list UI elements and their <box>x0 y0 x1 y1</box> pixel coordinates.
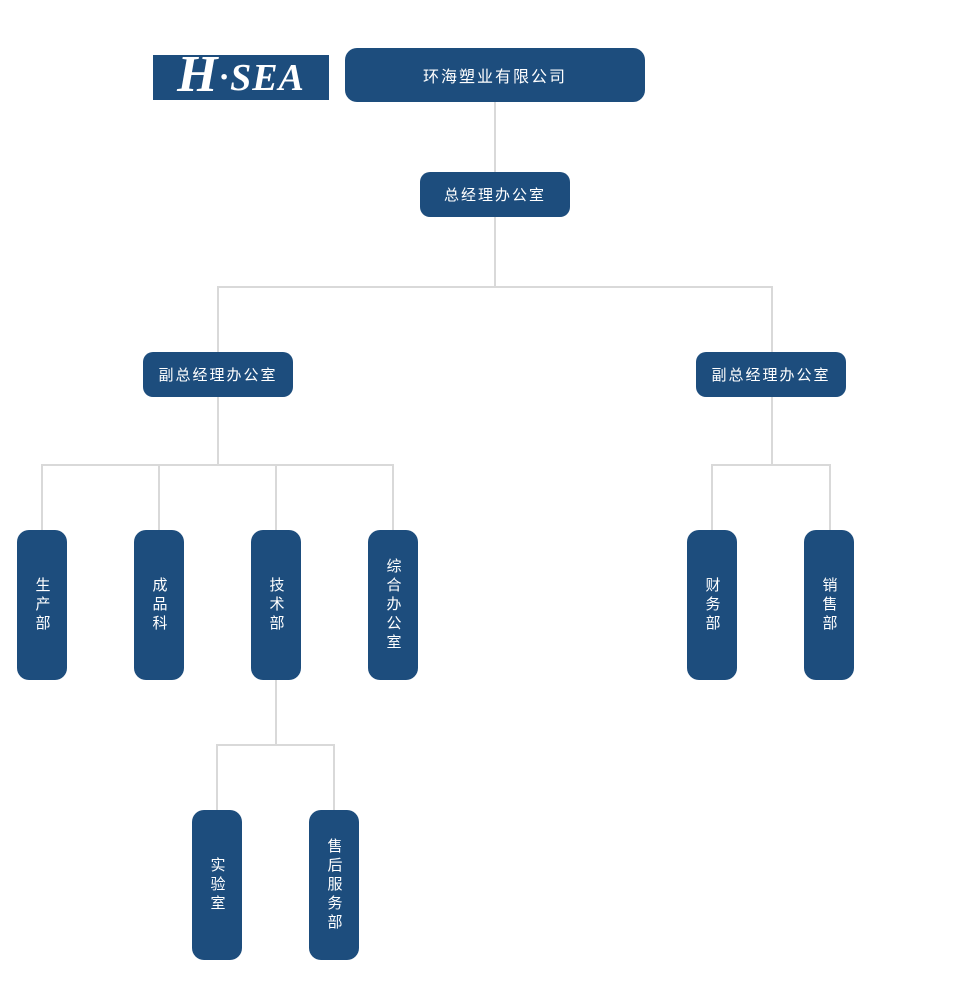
org-node-production-label: 生产部 <box>33 576 51 634</box>
connector-deputy-right-down <box>771 397 773 466</box>
org-node-deputy-right-label: 副总经理办公室 <box>711 367 831 384</box>
org-node-deputy-left-label: 副总经理办公室 <box>158 367 278 384</box>
connector-right-depts-horizontal <box>711 464 831 466</box>
org-node-finished-products-section: 成品科 <box>134 530 184 680</box>
org-node-sales-dept: 销售部 <box>804 530 854 680</box>
connector-to-deputy-left <box>217 286 219 352</box>
connector-root-to-gm <box>494 102 496 172</box>
connector-level2-horizontal <box>217 286 773 288</box>
org-node-gm-office: 总经理办公室 <box>420 172 570 217</box>
company-logo: H · SEA <box>153 48 329 100</box>
logo-text-sea: SEA <box>230 56 305 99</box>
logo-text-h: H <box>177 45 218 103</box>
org-node-laboratory-label: 实验室 <box>208 856 226 914</box>
connector-to-deputy-right <box>771 286 773 352</box>
org-node-after-sales-service-dept: 售后服务部 <box>309 810 359 960</box>
org-node-sales-label: 销售部 <box>820 576 838 634</box>
connector-to-finance <box>711 464 713 530</box>
org-node-production-dept: 生产部 <box>17 530 67 680</box>
connector-to-after-sales <box>333 744 335 810</box>
org-node-company: 环海塑业有限公司 <box>345 48 645 102</box>
org-node-technology-label: 技术部 <box>267 576 285 634</box>
org-node-finished-products-label: 成品科 <box>150 576 168 634</box>
connector-to-sales <box>829 464 831 530</box>
connector-to-general-office <box>392 464 394 530</box>
connector-to-production <box>41 464 43 530</box>
org-node-gm-office-label: 总经理办公室 <box>443 187 546 204</box>
org-node-finance-label: 财务部 <box>703 576 721 634</box>
org-node-deputy-gm-office-left: 副总经理办公室 <box>143 352 293 397</box>
org-node-technology-dept: 技术部 <box>251 530 301 680</box>
connector-tech-children-horizontal <box>216 744 334 746</box>
connector-to-laboratory <box>216 744 218 810</box>
org-node-company-label: 环海塑业有限公司 <box>422 69 567 86</box>
logo-text-dot: · <box>219 58 229 96</box>
connector-to-technology <box>275 464 277 530</box>
connector-to-finished-products <box>158 464 160 530</box>
org-node-finance-dept: 财务部 <box>687 530 737 680</box>
org-node-deputy-gm-office-right: 副总经理办公室 <box>696 352 846 397</box>
connector-gm-down <box>494 217 496 286</box>
org-node-after-sales-label: 售后服务部 <box>325 837 343 933</box>
org-node-general-office: 综合办公室 <box>368 530 418 680</box>
connector-left-depts-horizontal <box>41 464 394 466</box>
connector-technology-down <box>275 680 277 746</box>
org-node-laboratory: 实验室 <box>192 810 242 960</box>
org-node-general-office-label: 综合办公室 <box>384 557 402 653</box>
connector-deputy-left-down <box>217 397 219 466</box>
